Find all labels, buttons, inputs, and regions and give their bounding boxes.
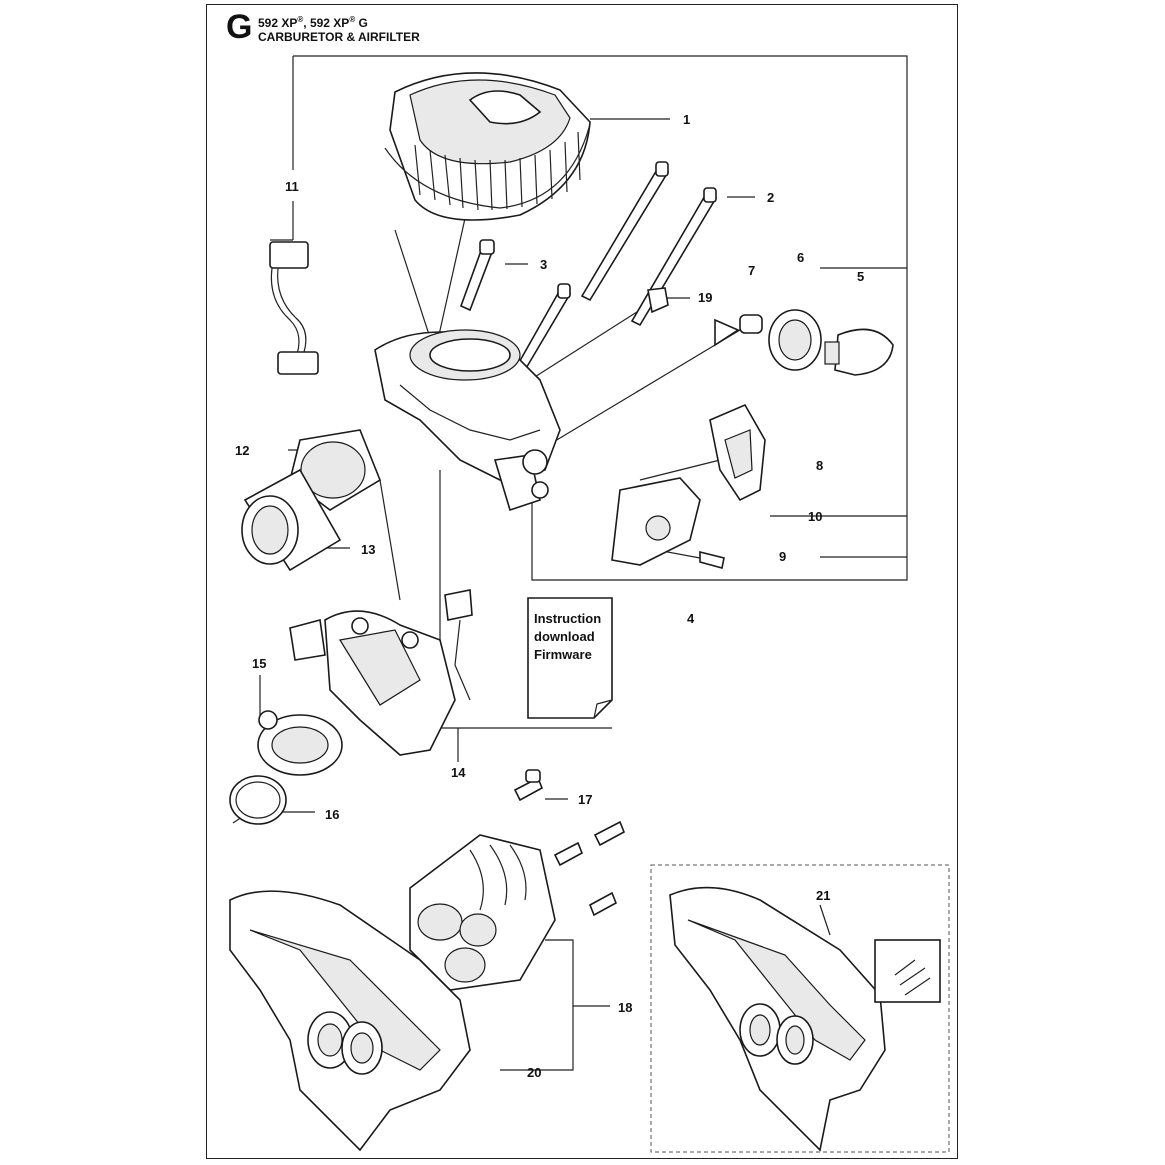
wiring-harness bbox=[269, 241, 319, 375]
callout-14: 14 bbox=[451, 765, 466, 780]
callout-8: 8 bbox=[816, 458, 824, 473]
callout-3: 3 bbox=[540, 257, 548, 272]
callout-2: 2 bbox=[767, 190, 775, 205]
callout-21: 21 bbox=[816, 888, 831, 903]
leader-lines bbox=[232, 55, 908, 1071]
primer-bulb bbox=[824, 328, 894, 376]
throttle-plate bbox=[611, 477, 701, 566]
note-line-3: Firmware bbox=[534, 647, 592, 662]
callout-15: 15 bbox=[252, 656, 267, 671]
clip bbox=[647, 287, 669, 314]
screw bbox=[699, 550, 725, 569]
short-bolt bbox=[459, 239, 495, 312]
page-title: CARBURETOR & AIRFILTER bbox=[258, 30, 420, 44]
cylinder-cover-kit-box bbox=[650, 864, 950, 1153]
callout-4: 4 bbox=[687, 611, 695, 626]
model-title: 592 XP®, 592 XP® G bbox=[258, 15, 368, 30]
callout-6: 6 bbox=[797, 250, 805, 265]
callout-16: 16 bbox=[325, 807, 340, 822]
callout-17: 17 bbox=[578, 792, 593, 807]
callout-9: 9 bbox=[779, 549, 787, 564]
callout-20: 20 bbox=[527, 1065, 542, 1080]
intake-adapter bbox=[241, 429, 381, 572]
diagram-frame bbox=[206, 4, 958, 1159]
note-box bbox=[527, 597, 613, 719]
section-letter: G bbox=[226, 8, 253, 46]
cylinder-cover-kit bbox=[669, 886, 941, 1152]
primer-housing bbox=[768, 309, 822, 371]
fuel-valve bbox=[257, 710, 343, 776]
intake-manifold bbox=[409, 834, 556, 991]
note-line-2: download bbox=[534, 629, 595, 644]
callout-7: 7 bbox=[748, 263, 756, 278]
callout-19: 19 bbox=[698, 290, 713, 305]
carburetor-assembly bbox=[374, 329, 561, 512]
callout-11: 11 bbox=[285, 179, 299, 194]
air-filter bbox=[384, 72, 591, 221]
choke-lever bbox=[709, 403, 766, 502]
o-ring bbox=[229, 775, 287, 825]
firmware-note: Instruction download Firmware bbox=[534, 610, 601, 664]
callout-13: 13 bbox=[361, 542, 376, 557]
callout-18: 18 bbox=[618, 1000, 633, 1015]
carburetor bbox=[289, 589, 473, 756]
callout-1: 1 bbox=[683, 112, 691, 127]
note-line-1: Instruction bbox=[534, 611, 602, 626]
primer-valve bbox=[714, 314, 763, 347]
callout-5: 5 bbox=[857, 269, 865, 284]
screws bbox=[513, 769, 626, 917]
cylinder-cover bbox=[229, 890, 471, 1152]
callout-12: 12 bbox=[235, 443, 250, 458]
callout-10: 10 bbox=[808, 509, 823, 524]
